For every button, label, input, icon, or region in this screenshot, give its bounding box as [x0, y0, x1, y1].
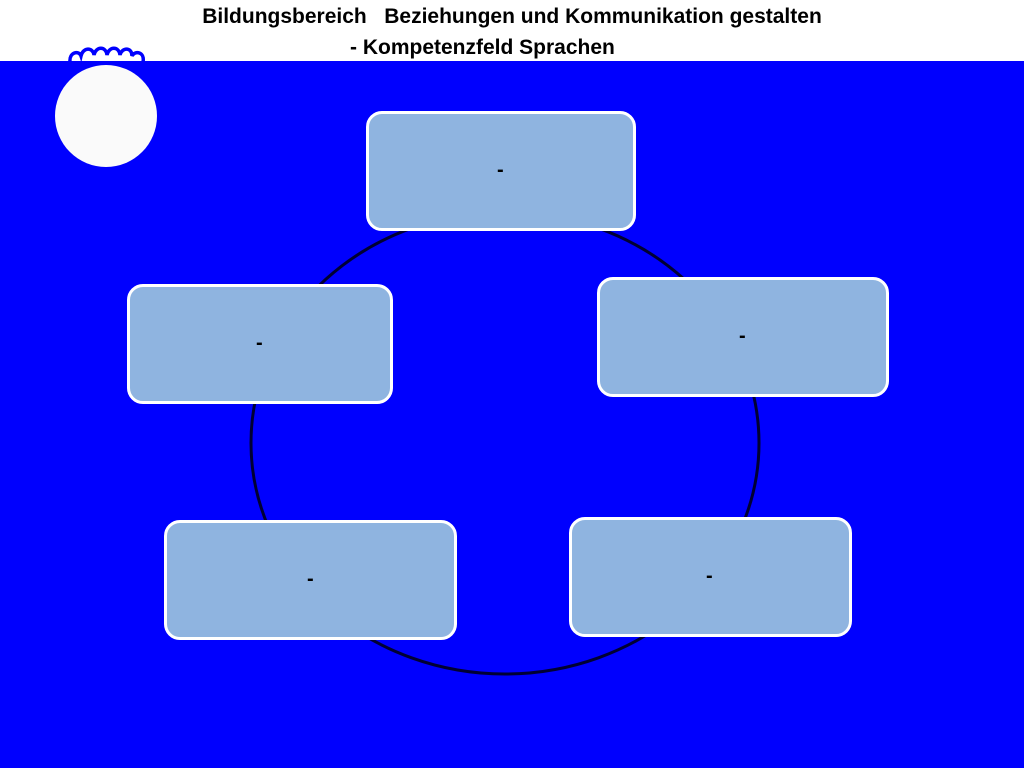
- cycle-node-bottom-left: -: [164, 520, 457, 640]
- page-title: Bildungsbereich Beziehungen und Kommunik…: [202, 5, 822, 28]
- cycle-node-label: -: [307, 568, 314, 590]
- sun-icon: [55, 46, 157, 167]
- cycle-node-right: -: [597, 277, 889, 397]
- cycle-node-label: -: [497, 159, 504, 181]
- cycle-node-left: -: [127, 284, 393, 404]
- header-bar: Bildungsbereich Beziehungen und Kommunik…: [0, 0, 1024, 61]
- cycle-node-bottom-right: -: [569, 517, 852, 637]
- cycle-node-label: -: [256, 332, 263, 354]
- page-subtitle: - Kompetenzfeld Sprachen: [350, 36, 615, 59]
- cycle-node-top: -: [366, 111, 636, 231]
- cycle-node-label: -: [739, 325, 746, 347]
- cycle-node-label: -: [706, 565, 713, 587]
- diagram-canvas: - - - - -: [0, 61, 1024, 768]
